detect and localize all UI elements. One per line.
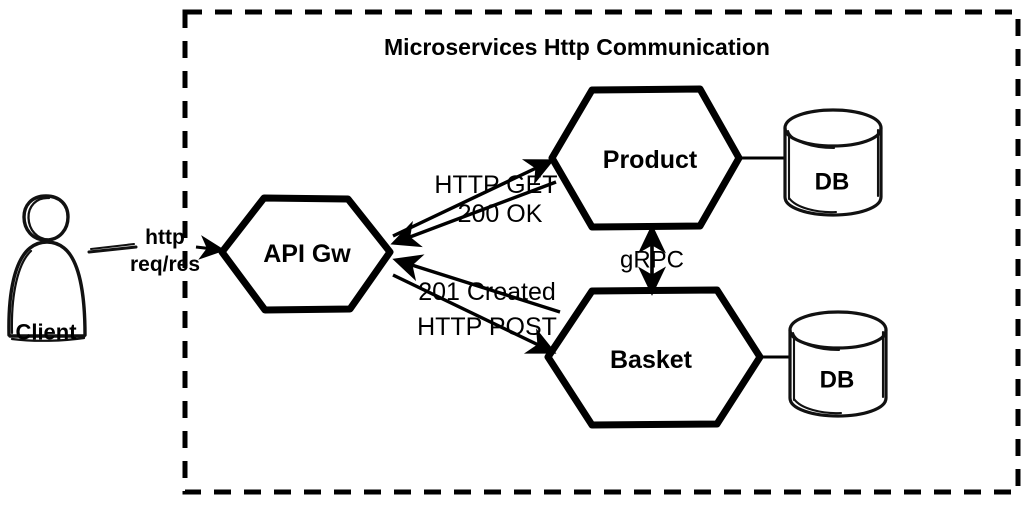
edge-label-http-post: HTTP POST: [417, 313, 557, 341]
edge-label-http: http: [145, 226, 185, 250]
node-basket-shape[interactable]: [544, 286, 764, 429]
page-title: Microservices Http Communication: [384, 34, 770, 61]
edge-label-req-res: req/res: [129, 253, 201, 277]
edge-label-http-get: HTTP GET: [434, 171, 558, 199]
edge-basket-to-gw: [392, 254, 561, 314]
datastore-label-basket-db: DB: [819, 366, 855, 394]
edge-label-200-ok: 200 OK: [457, 200, 543, 228]
node-label-product: Product: [602, 146, 698, 174]
edge-product-to-gw: [390, 180, 557, 248]
client-figure-icon: [7, 194, 138, 342]
datastore-basket-db-icon[interactable]: [788, 310, 888, 418]
edge-client-to-gw: [195, 235, 226, 260]
datastore-label-product-db: DB: [814, 168, 850, 196]
node-product-shape[interactable]: [548, 85, 743, 231]
edge-label-grpc: gRPC: [619, 246, 685, 274]
node-label-api-gw: API Gw: [263, 240, 351, 268]
system-boundary: [182, 9, 1021, 495]
edge-gw-to-basket: [392, 273, 557, 354]
client-label: Client: [15, 319, 77, 345]
node-label-basket: Basket: [610, 346, 692, 374]
node-api-gw-shape[interactable]: [218, 194, 394, 314]
edge-label-201-created: 201 Created: [418, 278, 556, 306]
datastore-product-db-icon[interactable]: [783, 108, 883, 217]
